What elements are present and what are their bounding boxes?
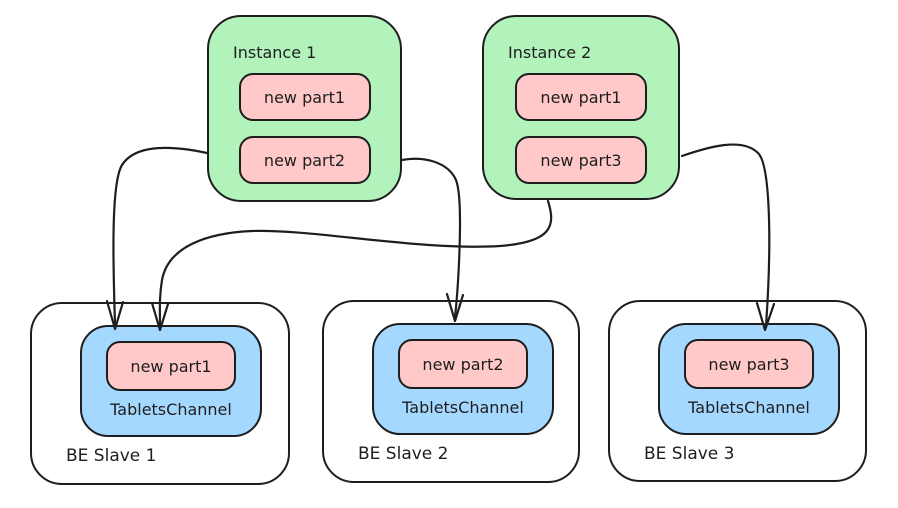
be-slave-2-tablets-channel: new part2 TabletsChannel [372,323,554,435]
be-slave-1-channel-label: TabletsChannel [110,400,232,419]
be-slave-1-tablets-channel: new part1 TabletsChannel [80,325,262,437]
be-slave-3-tablets-channel: new part3 TabletsChannel [658,323,840,435]
be-slave-2-part-new-part2: new part2 [398,339,528,389]
be-slave-2-channel-label: TabletsChannel [402,398,524,417]
be-slave-3-box: new part3 TabletsChannel BE Slave 3 [608,300,867,482]
instance-2-part-new-part1: new part1 [515,73,647,121]
arrow-instance1-to-slave2 [400,157,465,323]
be-slave-2-box: new part2 TabletsChannel BE Slave 2 [322,300,580,483]
be-slave-3-label: BE Slave 3 [644,444,735,464]
be-slave-2-label: BE Slave 2 [358,444,449,464]
instance-1-label: Instance 1 [233,43,317,62]
instance-1-box: Instance 1 new part1 new part2 [207,15,402,202]
be-slave-1-box: new part1 TabletsChannel BE Slave 1 [30,302,290,485]
be-slave-1-part-new-part1: new part1 [106,341,236,391]
be-slave-3-channel-label: TabletsChannel [688,398,810,417]
instance-1-part-new-part1: new part1 [238,73,371,121]
be-slave-3-part-new-part3: new part3 [684,339,814,389]
instance-2-part-new-part3: new part3 [515,136,647,184]
instance-1-part-new-part2: new part2 [238,136,371,184]
instance-2-label: Instance 2 [508,43,592,62]
instance-2-box: Instance 2 new part1 new part3 [482,15,680,200]
be-slave-1-label: BE Slave 1 [66,446,157,466]
